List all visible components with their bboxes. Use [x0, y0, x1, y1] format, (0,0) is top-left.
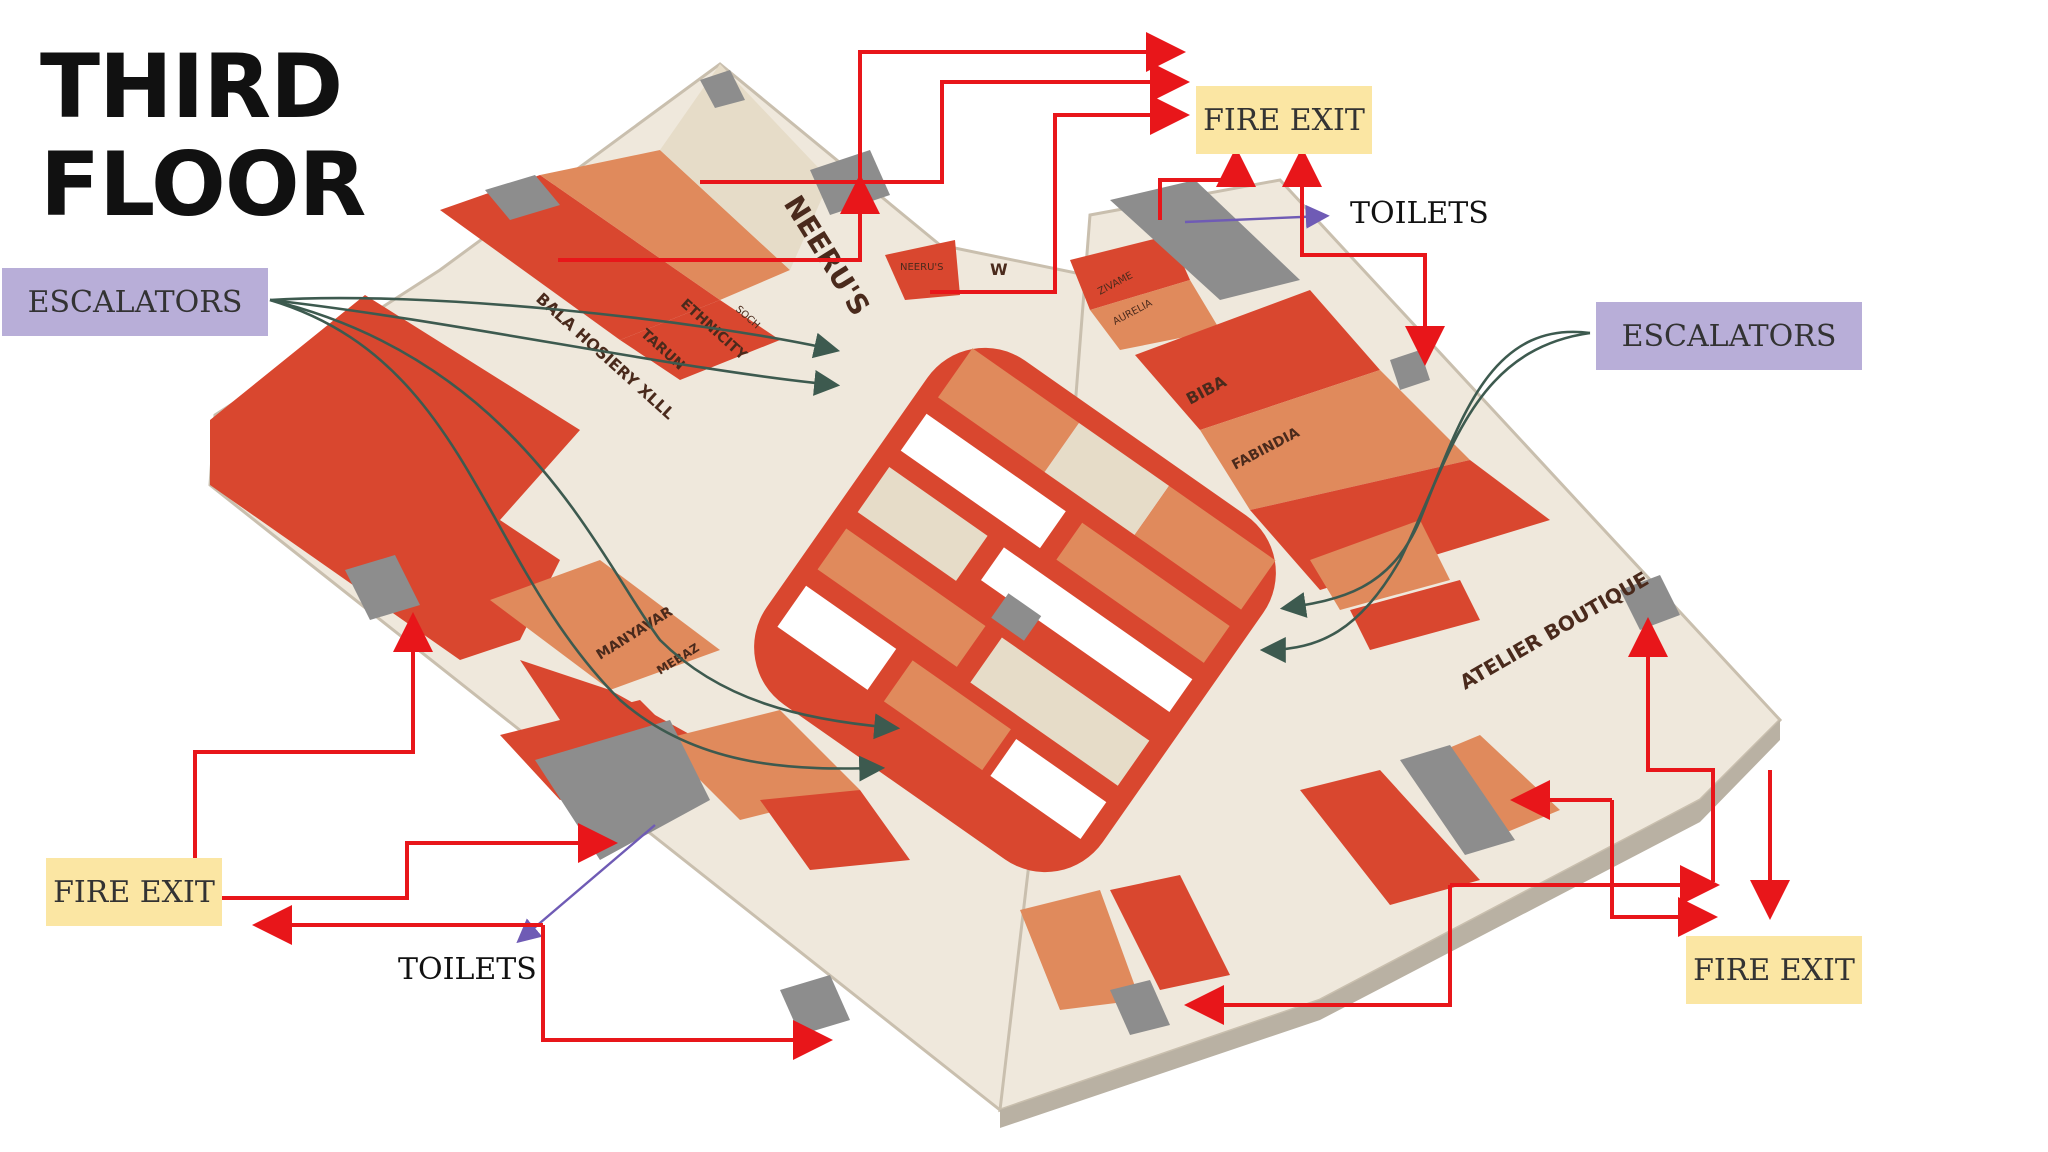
escalator-route-2 [269, 298, 841, 396]
store-biba [1135, 290, 1380, 430]
escalator-route-1 [269, 296, 841, 359]
store-east-mid-2 [1350, 580, 1480, 650]
store-block-nw-2 [540, 150, 790, 300]
service-core-s [1110, 980, 1170, 1035]
fire-exit-routes [193, 32, 1790, 1060]
fire-exit-callout-right: FIRE EXIT [1686, 936, 1862, 1004]
service-core-ne [1110, 180, 1300, 300]
store-west-mid [490, 560, 720, 690]
floor-plate-edge [1000, 720, 1780, 1128]
store-se-1 [1300, 770, 1480, 905]
toilet-route-bottom [516, 824, 656, 944]
fire-exit-route-9 [222, 823, 618, 900]
store-west-anchor [210, 295, 580, 660]
page-title: THIRD FLOOR [40, 35, 366, 236]
fire-exit-route-2 [700, 62, 1190, 184]
fire-exit-route-14 [1610, 800, 1718, 937]
store-neerus-corner [885, 240, 960, 300]
store-east-mid [1310, 520, 1450, 610]
escalator-route-6 [1259, 331, 1591, 663]
escalator-route-4 [269, 298, 886, 782]
escalators-callout-left: ESCALATORS [2, 268, 268, 336]
escalators-label-left: ESCALATORS [27, 284, 243, 320]
fire-exit-callout-left: FIRE EXIT [46, 858, 222, 926]
store-ne-1 [1070, 235, 1190, 310]
store-label-w: W [990, 260, 1008, 279]
service-core-n [700, 70, 745, 108]
store-label-neerus-small: NEERU'S [900, 262, 943, 273]
fire-exit-route-1 [858, 32, 1186, 182]
fire-exit-route-8 [193, 612, 433, 858]
store-sw-3 [760, 790, 910, 870]
title-line-2: FLOOR [40, 133, 366, 236]
central-island-subdivisions [777, 348, 1276, 839]
fire-exit-callout-top: FIRE EXIT [1196, 86, 1372, 154]
title-line-1: THIRD [40, 35, 343, 138]
service-core-nw [485, 175, 560, 220]
escalator-routes [269, 296, 1591, 782]
fire-exit-label-left: FIRE EXIT [53, 874, 215, 910]
service-core-se [1400, 745, 1515, 855]
escalator-route-3 [269, 298, 901, 740]
service-core-west [345, 555, 420, 620]
store-fabindia [1200, 370, 1470, 510]
store-s-2 [1020, 890, 1140, 1010]
central-island [754, 347, 1276, 873]
service-core-east [1620, 575, 1680, 630]
store-block-nw-4 [660, 64, 830, 270]
fire-exit-label-right: FIRE EXIT [1693, 952, 1855, 988]
east-stores [1020, 235, 1560, 1010]
store-ne-2 [1090, 280, 1220, 350]
toilets-label-top: TOILETS [1350, 196, 1489, 231]
fire-exit-route-17 [1184, 885, 1452, 1025]
fire-exit-label-top: FIRE EXIT [1203, 102, 1365, 138]
fire-exit-route-5 [1158, 147, 1256, 220]
fire-exit-route-4 [930, 95, 1190, 294]
escalators-label-right: ESCALATORS [1621, 318, 1837, 354]
fire-exit-route-3 [558, 174, 880, 262]
store-s-1 [1110, 875, 1230, 990]
escalators-callout-right: ESCALATORS [1596, 302, 1862, 370]
fire-exit-route-11 [541, 925, 833, 1060]
fire-exit-route-12 [1628, 617, 1715, 882]
toilets-label-bottom: TOILETS [398, 952, 537, 987]
store-sw-2 [660, 710, 860, 820]
fire-exit-route-7 [1302, 253, 1445, 366]
